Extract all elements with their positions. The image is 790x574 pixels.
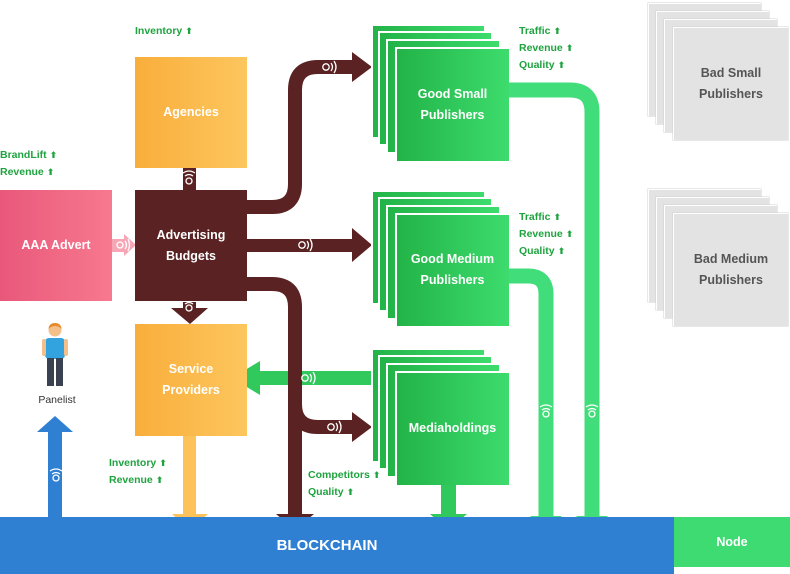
- coin-icon: [539, 404, 553, 418]
- budgets-to-blockchain-flow: [288, 400, 302, 520]
- bad-medium-publishers-label: Bad Medium Publishers: [693, 252, 769, 287]
- budgets-to-medium-arrowhead: [352, 228, 372, 262]
- coin-icon: [49, 468, 63, 482]
- budgets-to-small-arrowhead: [352, 52, 372, 82]
- budgets-to-media-arrowhead: [352, 412, 372, 442]
- agencies-label: Agencies: [163, 105, 219, 119]
- metric-item: Quality⬆: [308, 484, 380, 501]
- metric-text: Revenue: [0, 166, 44, 178]
- metric-text: Traffic: [519, 211, 551, 223]
- bad-small-publishers-label: Bad Small Publishers: [699, 66, 763, 101]
- metric-text: Quality: [308, 486, 344, 498]
- advertising-budgets-label: Advertising Budgets: [156, 227, 226, 263]
- up-arrow-icon: ⬆: [565, 229, 574, 239]
- coin-icon: [327, 420, 342, 434]
- service-provider-metrics: Inventory⬆ Revenue⬆: [109, 455, 167, 489]
- medium-to-blockchain-flow: [508, 268, 554, 520]
- person-icon: [42, 323, 68, 386]
- advertising-budgets-box: Advertising Budgets: [135, 190, 247, 301]
- up-arrow-icon: ⬆: [46, 167, 55, 177]
- metric-item: Quality⬆: [519, 243, 573, 260]
- advert-metrics: BrandLift⬆ Revenue⬆: [0, 147, 57, 181]
- metric-item: Revenue⬆: [0, 164, 57, 181]
- aaa-advert-box: AAA Advert: [0, 190, 112, 301]
- small-to-blockchain-flow: [508, 82, 600, 520]
- metric-text: Revenue: [519, 42, 563, 54]
- up-arrow-icon: ⬆: [553, 212, 562, 222]
- budgets-to-service-flow: [183, 302, 196, 312]
- metric-text: Quality: [519, 245, 555, 257]
- aaa-advert-label: AAA Advert: [21, 238, 91, 252]
- good-small-publishers-label: Good Small Publishers: [417, 86, 488, 122]
- metric-item: Inventory⬆: [109, 455, 167, 472]
- coin-icon: [298, 238, 313, 252]
- up-arrow-icon: ⬆: [185, 26, 193, 36]
- coin-icon: [322, 60, 337, 74]
- service-providers-label: Service Providers: [162, 362, 220, 397]
- metric-text: BrandLift: [0, 149, 47, 161]
- metric-item: Revenue⬆: [519, 226, 573, 243]
- bad-small-publishers-box: Bad Small Publishers: [673, 27, 788, 140]
- coin-icon: [182, 170, 196, 185]
- node-box: Node: [674, 517, 790, 567]
- coin-icon: [301, 371, 316, 385]
- metric-text: Quality: [519, 59, 555, 71]
- budgets-to-medium-flow: [247, 239, 355, 252]
- up-arrow-icon: ⬆: [553, 26, 562, 36]
- metric-item: Quality⬆: [519, 57, 573, 74]
- coin-icon: [585, 404, 599, 418]
- blockchain-to-panelist-flow: [48, 430, 62, 518]
- panelist-label: Panelist: [38, 394, 76, 406]
- metric-item: Inventory⬆: [135, 23, 193, 40]
- metric-item: Traffic⬆: [519, 23, 573, 40]
- node-label: Node: [716, 535, 748, 549]
- metric-item: Traffic⬆: [519, 209, 573, 226]
- service-providers-box: Service Providers: [135, 324, 247, 436]
- good-medium-publishers-label: Good Medium Publishers: [410, 252, 495, 287]
- agencies-metrics: Inventory⬆: [135, 23, 193, 40]
- metric-text: Revenue: [519, 228, 563, 240]
- metric-item: Revenue⬆: [519, 40, 573, 57]
- small-publisher-metrics: Traffic⬆ Revenue⬆ Quality⬆: [519, 23, 573, 74]
- coin-icon: [116, 238, 131, 252]
- budgets-to-small-flow: [247, 60, 355, 214]
- metric-item: BrandLift⬆: [0, 147, 57, 164]
- blockchain-bar: BLOCKCHAIN: [0, 517, 674, 574]
- budgets-to-service-arrowhead: [171, 308, 208, 324]
- metric-text: Inventory: [109, 457, 157, 469]
- budgets-to-media-flow: [247, 277, 355, 434]
- up-arrow-icon: ⬆: [155, 475, 164, 485]
- metric-text: Traffic: [519, 25, 551, 37]
- media-to-blockchain-flow: [441, 484, 456, 520]
- medium-publisher-metrics: Traffic⬆ Revenue⬆ Quality⬆: [519, 209, 573, 260]
- metric-text: Revenue: [109, 474, 153, 486]
- blockchain-label: BLOCKCHAIN: [276, 537, 378, 554]
- mediaholdings-box: Mediaholdings: [395, 371, 509, 485]
- advert-to-budgets-flow: [112, 239, 126, 252]
- good-small-publishers-box: Good Small Publishers: [395, 47, 509, 161]
- metric-text: Competitors: [308, 469, 370, 481]
- bad-medium-publishers-box: Bad Medium Publishers: [673, 213, 788, 326]
- up-arrow-icon: ⬆: [159, 458, 167, 468]
- media-to-service-flow: [258, 371, 374, 385]
- metric-item: Competitors⬆: [308, 467, 380, 484]
- good-medium-publishers-box: Good Medium Publishers: [395, 213, 509, 326]
- up-arrow-icon: ⬆: [372, 470, 381, 480]
- up-arrow-icon: ⬆: [346, 487, 355, 497]
- agencies-box: Agencies: [135, 57, 247, 168]
- up-arrow-icon: ⬆: [557, 246, 566, 256]
- metric-text: Inventory: [135, 25, 183, 37]
- up-arrow-icon: ⬆: [565, 43, 574, 53]
- blockchain-to-panelist-arrowhead: [37, 416, 73, 432]
- mediaholdings-label: Mediaholdings: [408, 421, 497, 435]
- service-to-blockchain-flow: [183, 436, 196, 516]
- metric-item: Revenue⬆: [109, 472, 167, 489]
- mediaholdings-metrics: Competitors⬆ Quality⬆: [308, 467, 380, 501]
- up-arrow-icon: ⬆: [557, 60, 566, 70]
- up-arrow-icon: ⬆: [49, 150, 58, 160]
